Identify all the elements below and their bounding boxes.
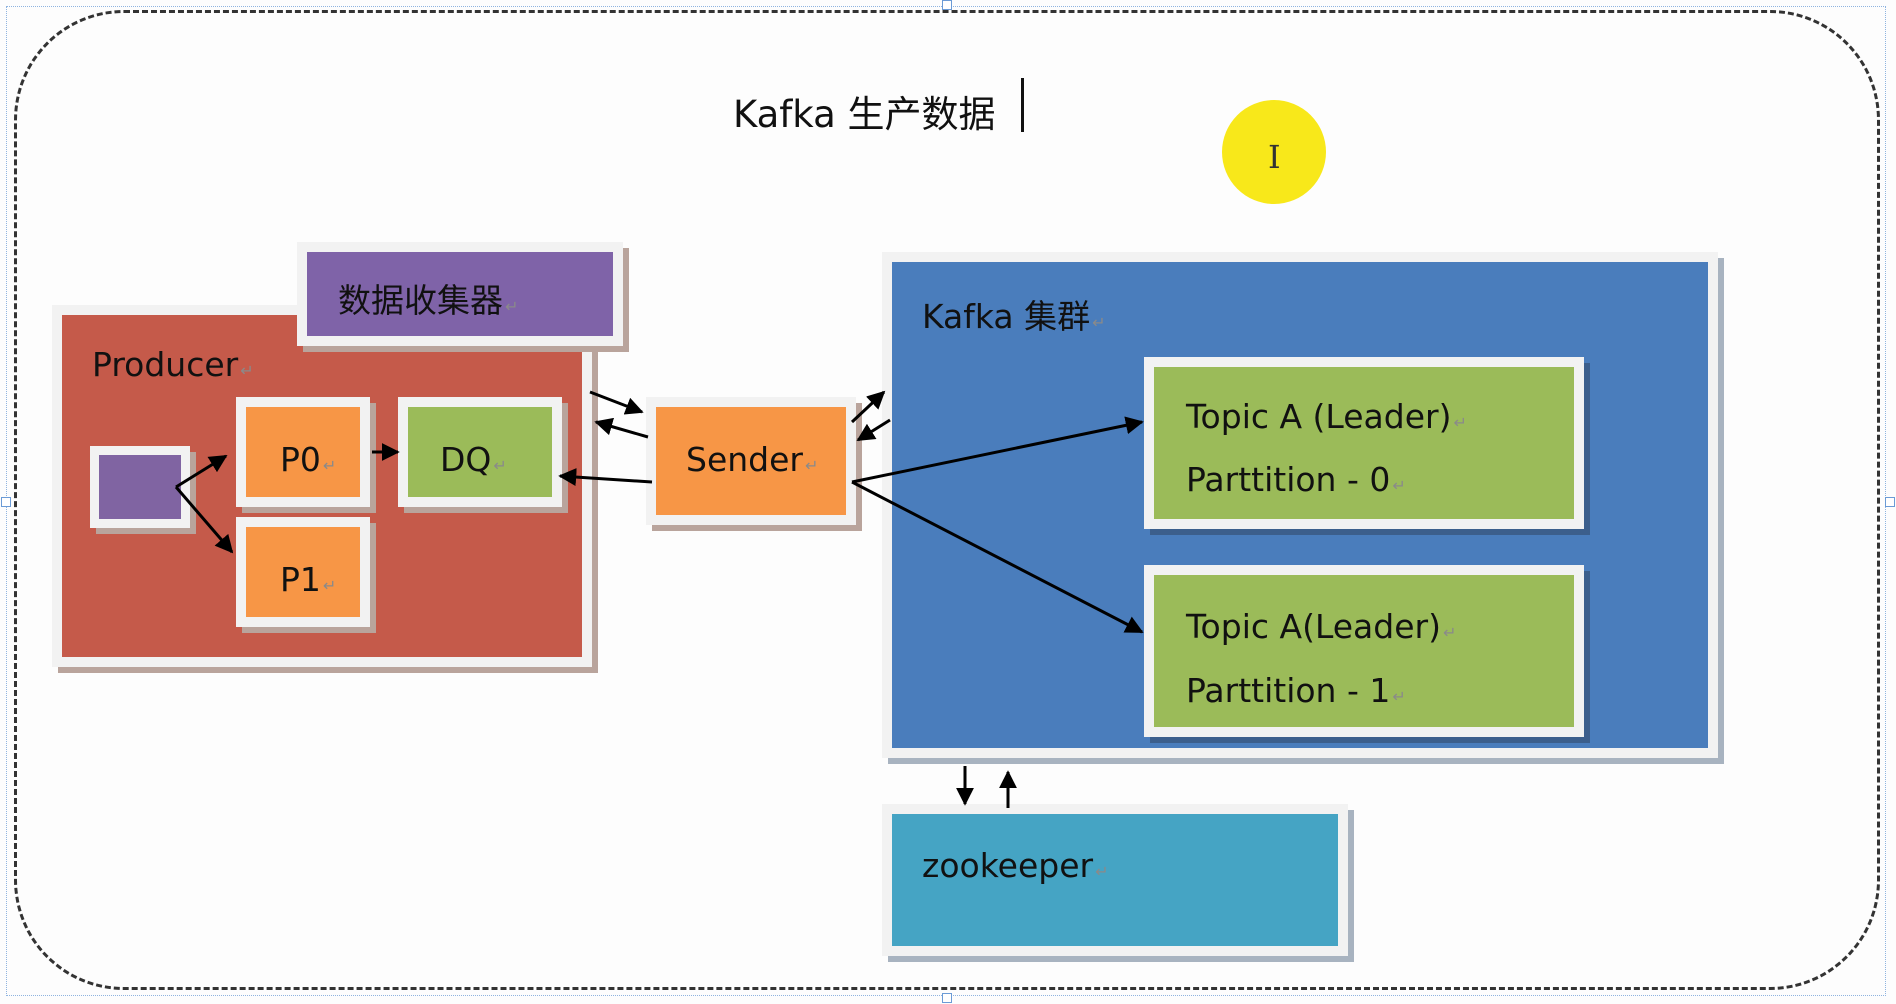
ibeam-cursor-icon: I (1268, 138, 1281, 176)
arrow-cluster-to-sender (856, 418, 891, 442)
arrow-to-sender (589, 390, 644, 415)
producer-label: Producer↵ (92, 345, 254, 384)
resize-handle-right[interactable] (1885, 497, 1895, 507)
zookeeper-label: zookeeper↵ (922, 846, 1109, 885)
p1-label: P1↵ (280, 560, 337, 599)
sender-box[interactable] (646, 397, 856, 525)
resize-handle-top[interactable] (942, 0, 952, 10)
data-collector-box[interactable] (297, 242, 623, 346)
topic-0-line1: Topic A (Leader)↵ (1186, 397, 1467, 436)
topic-1-line2: Parttition - 1↵ (1186, 671, 1406, 710)
diagram-title[interactable]: Kafka 生产数据 (733, 93, 996, 136)
resize-handle-bottom[interactable] (942, 993, 952, 1003)
partition-p0-box[interactable] (236, 397, 370, 507)
cluster-label: Kafka 集群↵ (922, 297, 1106, 336)
topic-0-line2: Parttition - 0↵ (1186, 460, 1406, 499)
dq-box[interactable] (398, 397, 562, 507)
dq-label: DQ↵ (440, 440, 507, 479)
topic-1-line1: Topic A(Leader)↵ (1186, 607, 1457, 646)
partition-p1-box[interactable] (236, 517, 370, 627)
topic-partition-1-box[interactable] (1144, 565, 1584, 737)
arrow-sender-to-topic-0 (851, 416, 1144, 484)
arrow-sender-to-topic-1 (851, 480, 1144, 634)
sender-label: Sender↵ (686, 440, 819, 479)
arrow-from-sender (594, 417, 649, 439)
arrow-source-to-p0 (175, 454, 228, 489)
diagram-border (14, 10, 1880, 990)
arrow-sender-to-dq (558, 468, 653, 487)
arrow-sender-to-cluster (850, 390, 886, 424)
p0-label: P0↵ (280, 440, 337, 479)
arrow-source-to-p1 (174, 486, 234, 554)
topic-partition-0-box[interactable] (1144, 357, 1584, 529)
text-caret (1021, 78, 1024, 132)
zookeeper-box[interactable] (882, 804, 1348, 956)
cursor-highlight (1222, 100, 1326, 204)
record-source-box[interactable] (90, 446, 190, 528)
data-collector-label: 数据收集器↵ (338, 281, 519, 320)
resize-handle-left[interactable] (1, 497, 11, 507)
